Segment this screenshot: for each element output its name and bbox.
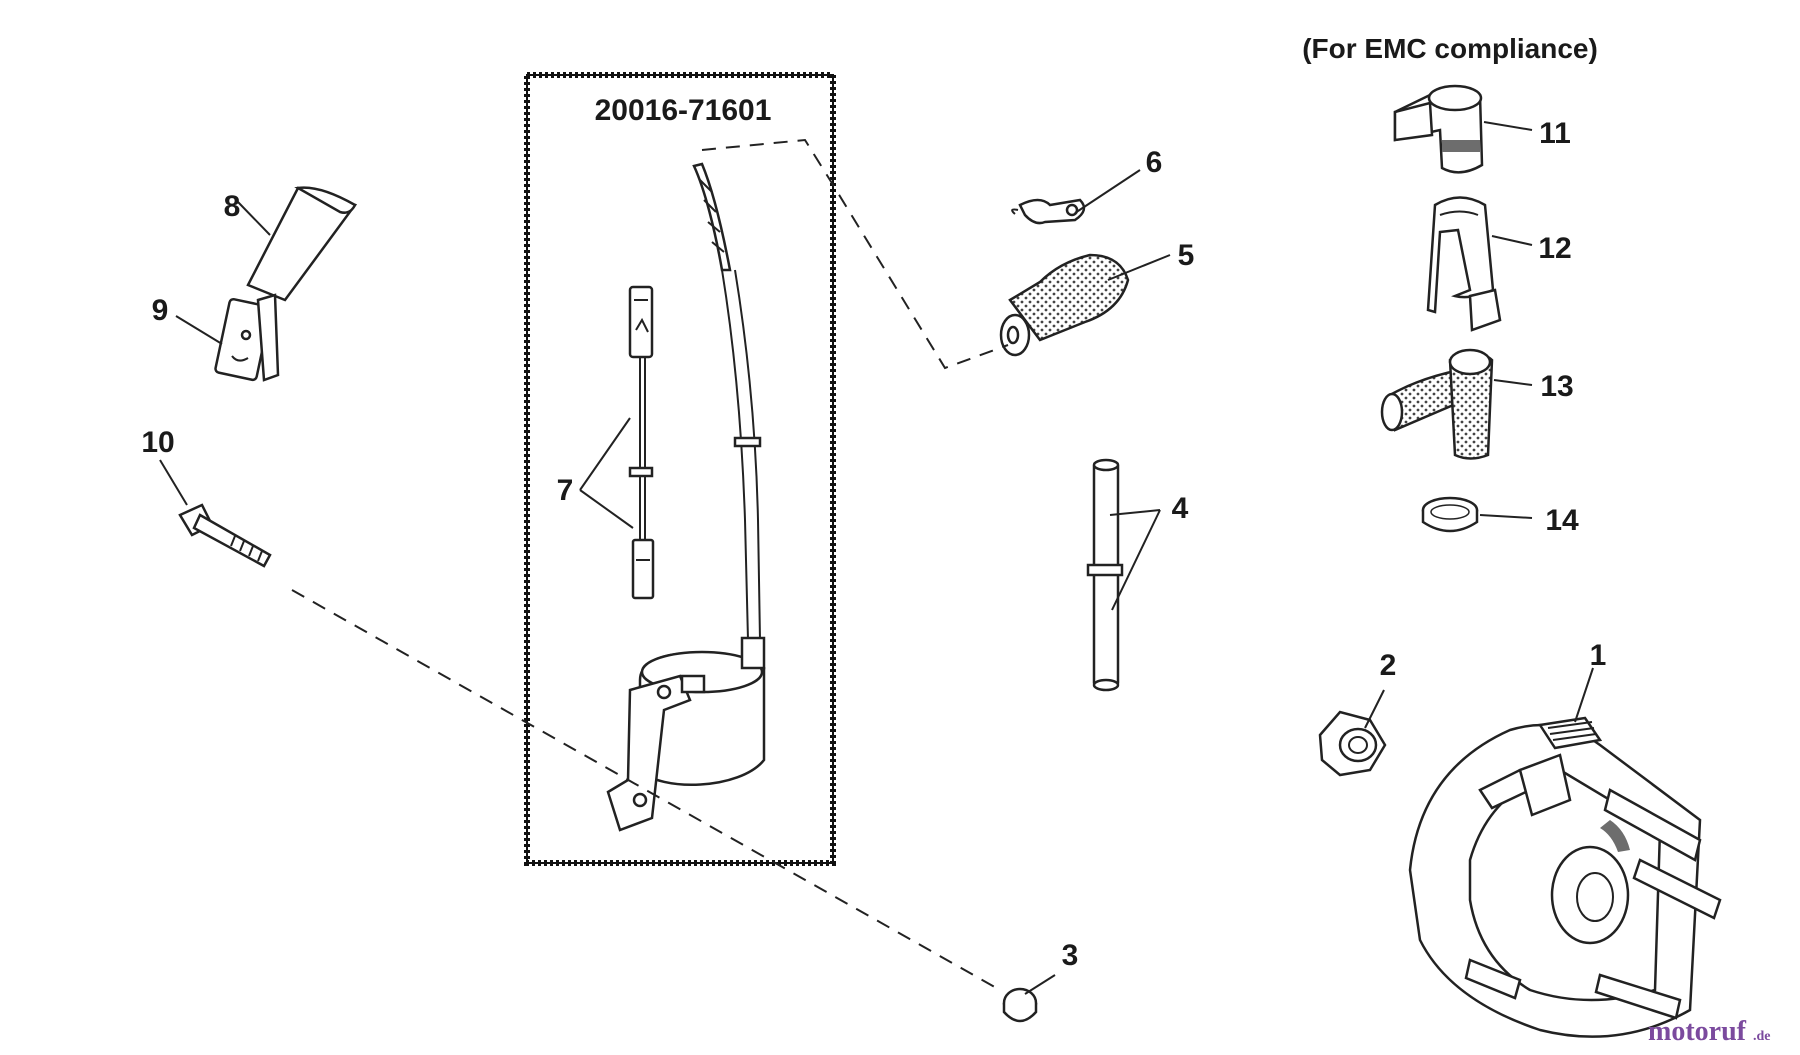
kit-part-number: 20016-71601 [595, 94, 772, 127]
watermark-text: motoruf [1648, 1016, 1747, 1047]
callout-2: 2 [1380, 649, 1397, 682]
flywheel-nut [1318, 710, 1387, 777]
callout-1: 1 [1590, 639, 1607, 672]
flywheel [1408, 716, 1722, 1038]
spacer [1002, 987, 1038, 1023]
assembly-lines [291, 138, 1009, 991]
ignition-coil-kit-box: 20016-71601 [524, 72, 836, 866]
callout-4: 4 [1172, 492, 1189, 525]
callout-13: 13 [1540, 370, 1573, 403]
ignition-coil [606, 162, 766, 832]
callout-10: 10 [141, 426, 174, 459]
callout-6: 6 [1146, 146, 1163, 179]
callout-7: 7 [557, 474, 574, 507]
stop-switch-wire [628, 285, 655, 600]
callout-8: 8 [224, 190, 241, 223]
callout-14: 14 [1545, 504, 1579, 537]
emc-note: (For EMC compliance) [1302, 33, 1598, 64]
callout-11: 11 [1539, 117, 1571, 150]
watermark: motoruf .de [1648, 1016, 1770, 1047]
plug-boot [999, 253, 1130, 357]
tube [1086, 458, 1124, 692]
leader-lines [159, 121, 1594, 995]
emc-plug-cap [1380, 348, 1494, 460]
watermark-suffix: .de [1753, 1029, 1771, 1044]
stop-switch [214, 186, 358, 382]
callout-9: 9 [152, 294, 169, 327]
sealing-ring [1421, 496, 1479, 533]
emc-sleeve [1426, 196, 1502, 332]
callout-3: 3 [1062, 939, 1079, 972]
bolt [178, 503, 272, 568]
callout-numbers: 1 2 3 4 5 6 7 8 9 10 11 12 13 14 [141, 117, 1606, 972]
emc-cap [1393, 84, 1484, 174]
callout-12: 12 [1538, 232, 1571, 265]
svg-text:motoruf .de: motoruf .de [1648, 1016, 1770, 1047]
spring-clip [1011, 198, 1086, 225]
callout-5: 5 [1178, 239, 1195, 272]
